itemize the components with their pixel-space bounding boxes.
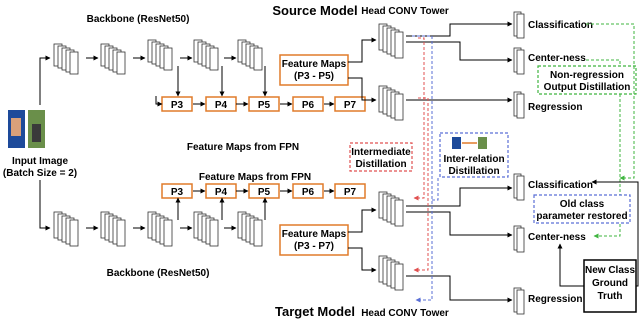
ground-truth-line3: Truth [598,291,623,302]
inter-relation-line2: Distillation [448,166,499,177]
backbone-stage-top-5 [237,39,263,71]
batch-size-label: (Batch Size = 2) [3,168,77,179]
ground-truth-line2: Ground [592,278,628,289]
intermediate-line1: Intermediate [351,147,411,158]
plate-target-regression [513,287,525,315]
intermediate-distillation-box [349,142,413,172]
source-classification-label: Classification [528,20,593,31]
non-regression-line2: Output Distillation [544,82,631,93]
head-tower-label-bottom: Head CONV Tower [361,308,449,319]
target-model-title: Target Model [275,304,355,319]
head-tower-bottom-1 [378,191,404,227]
backbone-stage-top-3 [147,39,173,71]
feature-maps-top-line1: Feature Maps [282,59,347,70]
pyramid-top-label-P4: P4 [215,100,228,111]
pyramid-top-box-P5 [248,96,280,112]
fpn-label-bottom: Feature Maps from FPN [199,172,311,183]
backbone-label-bottom: Backbone (ResNet50) [107,268,210,279]
plate-source-regression [513,91,525,119]
target-regression-label: Regression [528,294,582,305]
backbone-stage-bottom-2 [100,211,126,247]
backbone-stage-bottom-4 [193,211,219,247]
pyramid-bottom-box-P6 [292,183,324,199]
target-centerness-label: Center-ness [528,232,586,243]
pyramid-bottom-label-P5: P5 [258,187,271,198]
input-image-2-figure [32,124,41,142]
old-class-parameter-box [533,194,631,224]
intermediate-line2: Distillation [355,159,406,170]
fpn-label-top: Feature Maps from FPN [187,142,299,153]
input-image-1-figure [11,118,21,136]
old-class-line1: Old class [560,199,605,210]
pyramid-top-box-P7 [334,96,366,112]
ground-truth-box [583,259,637,313]
bottom-backbone-arrows [86,197,268,231]
non-regression-distillation-box [537,65,637,95]
head-tower-label-top: Head CONV Tower [361,6,449,17]
feature-maps-bottom-line1: Feature Maps [282,229,347,240]
top-head-connectors [348,21,513,103]
intermediate-distillation-arrows [413,37,429,273]
head-tower-bottom-2 [378,255,404,291]
feature-maps-top-line2: (P3 - P5) [294,71,334,82]
non-regression-line1: Non-regression [550,70,624,81]
feature-maps-box-bottom [279,224,349,256]
plate-source-classification [513,11,525,39]
feature-maps-bottom-line2: (P3 - P7) [294,241,334,252]
head-tower-top-2 [378,85,404,121]
plate-source-centerness [513,47,525,75]
input-image-label: Input Image [12,156,69,167]
input-to-source-arrow [39,55,51,105]
backbone-stage-bottom-3 [147,211,173,247]
inter-relation-distillation-arrows [412,35,439,303]
pyramid-top-label-P7: P7 [344,100,357,111]
top-backbone-arrows [86,55,268,97]
inter-relation-line1: Inter-relation [443,154,504,165]
pyramid-top-box-P6 [292,96,324,112]
pyramid-bottom-label-P3: P3 [171,187,184,198]
backbone-stage-bottom-1 [53,211,79,247]
backbone-stage-bottom-5 [237,211,263,247]
feature-maps-box-top [279,54,349,86]
pyramid-bottom-label-P6: P6 [302,187,315,198]
head-tower-top-1 [378,23,404,59]
input-images [8,110,45,148]
bottom-head-connectors [348,185,513,303]
pyramid-top-label-P3: P3 [171,100,184,111]
input-to-target-arrow [39,180,51,231]
non-regression-distillation-arrows [586,23,635,239]
output-plates [513,11,525,315]
plate-target-centerness [513,225,525,253]
old-class-line2: parameter restored [536,211,627,222]
pyramid-top-label-P5: P5 [258,100,271,111]
backbone-stage-top-1 [53,43,79,75]
pyramid-bottom-label-P7: P7 [344,187,357,198]
ground-truth-line1: New Class [585,265,635,276]
inter-relation-distillation-box [439,132,509,178]
layer-stacks [53,23,404,291]
source-model-title: Source Model [272,3,357,18]
backbone-label-top: Backbone (ResNet50) [87,14,190,25]
pyramid-bottom-box-P7 [334,183,366,199]
ground-truth-arrows [557,179,639,287]
pyramid-top-label-P6: P6 [302,100,315,111]
inter-relation-image-2 [478,137,487,149]
source-regression-label: Regression [528,102,582,113]
backbone-stage-top-4 [193,39,219,71]
source-centerness-label: Center-ness [528,53,586,64]
pyramid-bottom-label-P4: P4 [215,187,228,198]
inter-relation-image-1 [452,137,461,149]
target-classification-label: Classification [528,180,593,191]
top-pyramid-arrows [155,96,335,107]
backbone-stage-top-2 [100,43,126,75]
plate-target-classification [513,173,525,201]
